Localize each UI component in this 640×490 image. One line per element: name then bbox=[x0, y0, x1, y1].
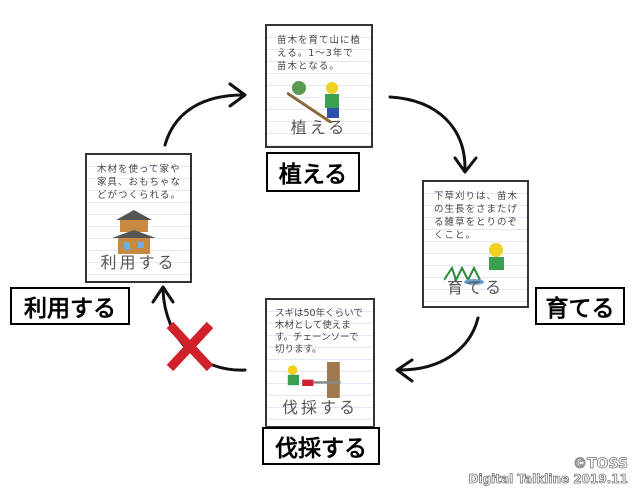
card-use: 木材を使って家や家具、おもちゃなどがつくられる。 利用する bbox=[85, 153, 192, 283]
card-caption: 植える bbox=[290, 118, 348, 137]
card-harvest: スギは50年くらいで木材として使えます。チェーンソーで切ります。 伐採する bbox=[265, 298, 375, 428]
card-text: スギは50年くらいで木材として使えます。チェーンソーで切ります。 bbox=[275, 308, 363, 355]
cross-icon bbox=[166, 321, 214, 372]
card-text: 下草刈りは、苗木の生長をさまたげる雑草をとりのぞくこと。 bbox=[434, 191, 519, 241]
step-label-plant: 植える bbox=[266, 152, 360, 192]
planting-illustration bbox=[287, 81, 339, 123]
house-illustration bbox=[112, 210, 156, 254]
copyright-line1: ©TOSS bbox=[573, 456, 629, 473]
step-label-harvest: 伐採する bbox=[262, 427, 380, 465]
arrowhead bbox=[453, 156, 478, 174]
step-label-use: 利用する bbox=[10, 287, 130, 325]
card-grow: 下草刈りは、苗木の生長をさまたげる雑草をとりのぞくこと。 育てる bbox=[422, 180, 529, 308]
arrowhead bbox=[151, 285, 175, 304]
arrow-plant-to-grow bbox=[388, 95, 467, 170]
card-caption: 利用する bbox=[100, 253, 177, 272]
step-label-grow: 育てる bbox=[535, 287, 625, 325]
arrow-use-to-plant bbox=[163, 93, 245, 147]
arrowhead bbox=[395, 358, 414, 383]
arrowhead bbox=[228, 82, 247, 108]
chainsaw-illustration bbox=[287, 362, 341, 398]
card-text: 木材を使って家や家具、おもちゃなどがつくられる。 bbox=[97, 164, 182, 201]
card-text: 苗木を育て山に植える。1〜3年で苗木となる。 bbox=[277, 35, 362, 72]
copyright-line2: Digital Talkline 2019.11 bbox=[468, 472, 628, 487]
weeding-illustration bbox=[444, 243, 504, 285]
card-caption: 伐採する bbox=[281, 398, 358, 417]
arrow-grow-to-harvest bbox=[398, 316, 480, 372]
card-plant: 苗木を育て山に植える。1〜3年で苗木となる。 植える bbox=[265, 24, 373, 148]
card-caption: 育てる bbox=[446, 278, 504, 297]
